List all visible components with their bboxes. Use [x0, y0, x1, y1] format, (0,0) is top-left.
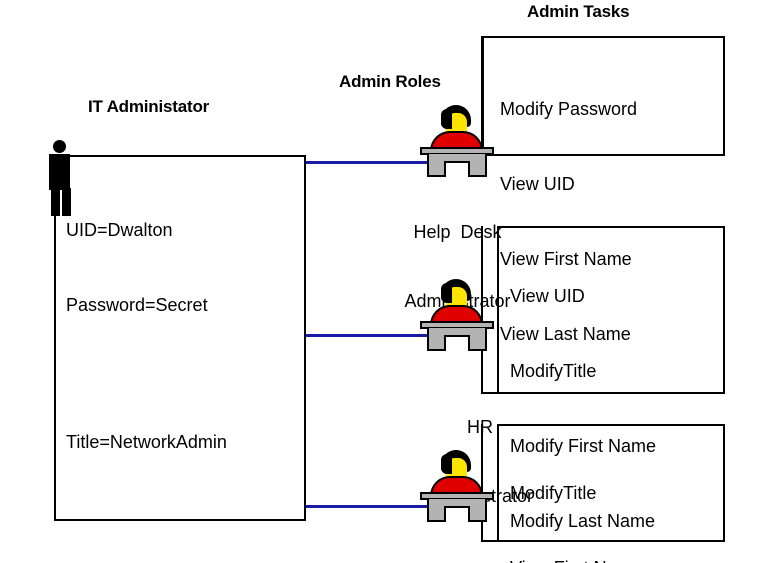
- task-list-it-manager: ModifyTitle View First Name View Last Na…: [510, 431, 668, 563]
- heading-admin-tasks: Admin Tasks: [527, 2, 630, 21]
- stick-leg-left-icon: [51, 188, 60, 216]
- hair-fringe-icon: [441, 109, 452, 129]
- connector-record-to-it-manager: [306, 505, 440, 508]
- attr-password: Password=Secret: [66, 295, 208, 315]
- attr-spacer-1: [66, 368, 302, 380]
- task-box-it-manager: [497, 424, 725, 542]
- attr-spacer-2: [66, 505, 302, 517]
- task-item: View Last Name: [500, 324, 631, 344]
- connector-record-to-help-desk: [306, 161, 440, 164]
- task-box-help-desk-administrator: [482, 36, 725, 156]
- hair-fringe-icon: [441, 454, 452, 474]
- heading-admin-roles: Admin Roles: [339, 72, 441, 91]
- desk-gap-icon: [444, 161, 470, 177]
- person-at-desk-icon-hr: [420, 279, 494, 351]
- connector-hr-vertical: [481, 226, 483, 394]
- desk-gap-icon: [444, 335, 470, 351]
- task-item: Modify First Name: [510, 436, 657, 456]
- task-item: ModifyTitle: [510, 483, 597, 503]
- connector-record-to-hr: [306, 334, 440, 337]
- task-item: View UID: [510, 286, 585, 306]
- stick-head-icon: [53, 140, 66, 153]
- heading-it-administrator: IT Administator: [88, 97, 210, 116]
- role-label-it-manager: IT Manager: [400, 534, 540, 563]
- task-item: Modify Last Name: [510, 511, 656, 531]
- task-item: View First Name: [510, 556, 668, 563]
- task-list-hr-administrator: View UID ModifyTitle Modify First Name M…: [510, 234, 678, 563]
- task-box-hr-administrator: [497, 226, 725, 394]
- user-record-box: [54, 155, 306, 521]
- role-label-line1: HR: [467, 417, 493, 437]
- person-at-desk-icon-it-manager: [420, 450, 494, 522]
- connector-it-manager-horizontal: [481, 540, 499, 542]
- person-at-desk-icon-help-desk: [420, 105, 494, 177]
- desk-gap-icon: [444, 506, 470, 522]
- person-standing-icon: [45, 140, 75, 218]
- task-item: View UID: [500, 174, 575, 194]
- task-item: View First Name: [500, 249, 632, 269]
- attr-uid: UID=Dwalton: [66, 220, 173, 240]
- hair-fringe-icon: [441, 283, 452, 303]
- connector-help-desk-vertical: [481, 36, 483, 157]
- stick-leg-right-icon: [62, 188, 71, 216]
- stick-arm-icon: [64, 156, 69, 198]
- task-item: ModifyTitle: [510, 361, 597, 381]
- user-record-attributes: UID=Dwalton Password=Secret Title=Networ…: [66, 168, 302, 563]
- attr-title: Title=NetworkAdmin: [66, 432, 227, 452]
- task-list-help-desk-administrator: Modify Password View UID View First Name…: [500, 47, 637, 397]
- task-item: Modify Password: [500, 99, 638, 119]
- connector-it-manager-vertical: [481, 424, 483, 542]
- connector-hr-horizontal: [481, 392, 499, 394]
